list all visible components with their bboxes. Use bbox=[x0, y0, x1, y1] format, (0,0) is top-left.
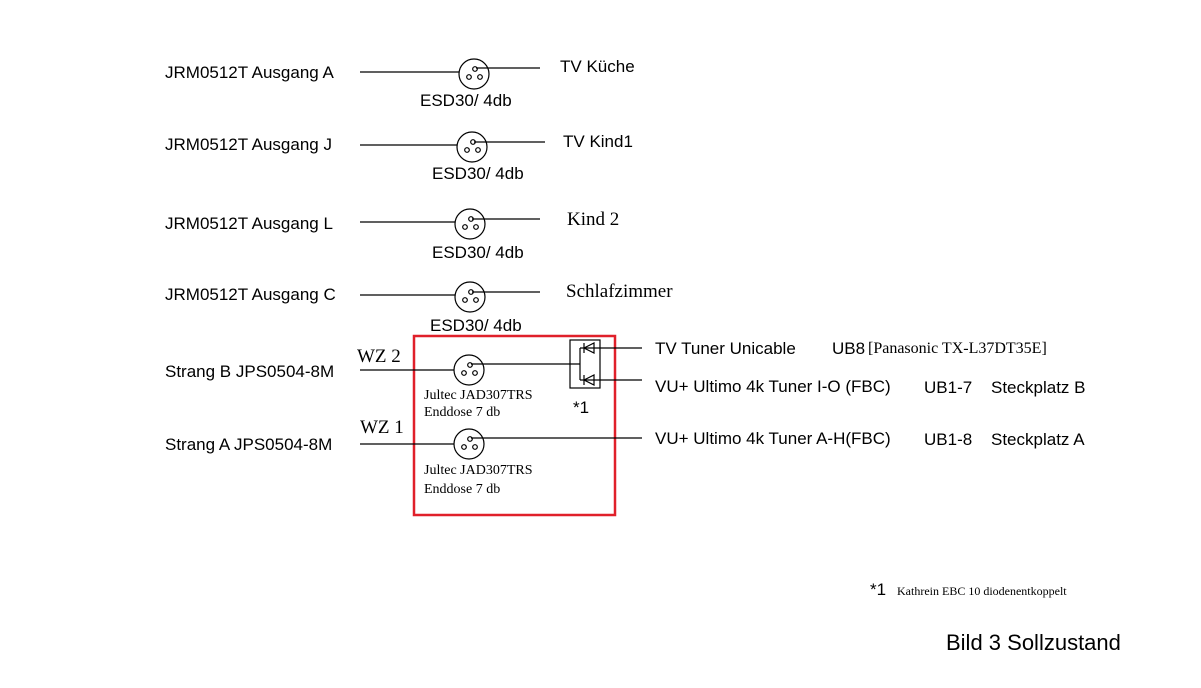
device-label: ESD30/ 4db bbox=[420, 91, 512, 110]
source-label: JRM0512T Ausgang L bbox=[165, 214, 333, 233]
diode-marker: *1 bbox=[573, 398, 589, 417]
source-label: JRM0512T Ausgang C bbox=[165, 285, 336, 304]
output-note: Steckplatz A bbox=[991, 430, 1085, 449]
caption: Bild 3 Sollzustand bbox=[946, 630, 1121, 655]
output-name: VU+ Ultimo 4k Tuner A-H(FBC) bbox=[655, 429, 891, 448]
device-label: ESD30/ 4db bbox=[430, 316, 522, 335]
socket-icon bbox=[454, 281, 486, 313]
source-label: JRM0512T Ausgang J bbox=[165, 135, 332, 154]
source-label: JRM0512T Ausgang A bbox=[165, 63, 335, 82]
device-label: Jultec JAD307TRS bbox=[424, 388, 533, 403]
row-wz1: WZ 1 Strang A JPS0504-8M Jultec JAD307TR… bbox=[165, 417, 642, 497]
device-label: Jultec JAD307TRS bbox=[424, 463, 533, 478]
socket-icon bbox=[453, 428, 485, 460]
socket-icon bbox=[453, 354, 485, 386]
footnote-text: Kathrein EBC 10 diodenentkoppelt bbox=[897, 584, 1067, 598]
device-label: ESD30/ 4db bbox=[432, 243, 524, 262]
wz-label: WZ 1 bbox=[360, 417, 404, 438]
output-vu-ah: VU+ Ultimo 4k Tuner A-H(FBC) UB1-8 Steck… bbox=[655, 429, 1085, 449]
target-label: TV Kind1 bbox=[563, 132, 633, 151]
target-label: TV Küche bbox=[560, 57, 635, 76]
output-vu-io: VU+ Ultimo 4k Tuner I-O (FBC) UB1-7 Stec… bbox=[655, 377, 1086, 397]
socket-icon bbox=[458, 58, 490, 90]
wz-label: WZ 2 bbox=[357, 346, 401, 367]
row-ausgang-j: JRM0512T Ausgang J ESD30/ 4db TV Kind1 bbox=[165, 131, 633, 183]
target-label: Schlafzimmer bbox=[566, 281, 673, 302]
row-ausgang-c: JRM0512T Ausgang C ESD30/ 4db Schlafzimm… bbox=[165, 281, 673, 335]
output-tv-tuner: TV Tuner Unicable UB8 [Panasonic TX-L37D… bbox=[655, 339, 1047, 358]
device-label: Enddose 7 db bbox=[424, 405, 500, 420]
row-ausgang-a: JRM0512T Ausgang A ESD30/ 4db TV Küche bbox=[165, 57, 635, 110]
socket-icon bbox=[454, 208, 486, 240]
device-label: Enddose 7 db bbox=[424, 482, 500, 497]
output-note: Steckplatz B bbox=[991, 378, 1086, 397]
socket-icon bbox=[456, 131, 488, 163]
source-label: Strang A JPS0504-8M bbox=[165, 435, 332, 454]
device-label: ESD30/ 4db bbox=[432, 164, 524, 183]
highlight-box bbox=[412, 334, 617, 517]
footnote-marker: *1 bbox=[870, 580, 886, 599]
diode-splitter-icon bbox=[569, 339, 642, 389]
output-ub: UB1-7 bbox=[924, 378, 972, 397]
row-wz2: WZ 2 Strang B JPS0504-8M Jultec JAD307TR… bbox=[165, 346, 580, 420]
source-label: Strang B JPS0504-8M bbox=[165, 362, 334, 381]
output-name: TV Tuner Unicable bbox=[655, 339, 796, 358]
output-note: [Panasonic TX-L37DT35E] bbox=[868, 340, 1047, 357]
output-ub: UB1-8 bbox=[924, 430, 972, 449]
output-name: VU+ Ultimo 4k Tuner I-O (FBC) bbox=[655, 377, 891, 396]
row-ausgang-l: JRM0512T Ausgang L ESD30/ 4db Kind 2 bbox=[165, 208, 619, 262]
output-ub: UB8 bbox=[832, 339, 865, 358]
target-label: Kind 2 bbox=[567, 209, 619, 230]
